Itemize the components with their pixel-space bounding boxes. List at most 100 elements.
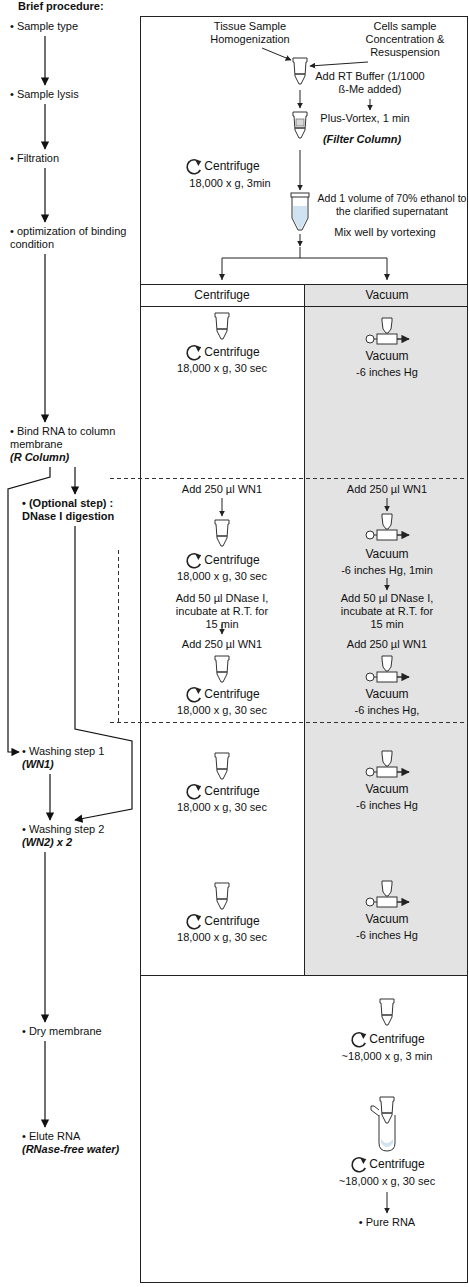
spin-column [215, 753, 229, 779]
spin-column [215, 520, 229, 546]
vacuum-setting: -6 inches Hg, 1min [341, 564, 433, 577]
vacuum-label: Vacuum [365, 913, 408, 926]
centrifuge-setting: 18,000 x g, 30 sec [177, 801, 267, 814]
step-name: • Filtration [10, 152, 132, 165]
flow-arrow [44, 1041, 45, 1127]
vacuum-manifold [366, 514, 409, 540]
spin-column [215, 656, 229, 682]
step-label: • Dry membrane [22, 1025, 134, 1038]
step-name: • Washing step 2 [22, 823, 132, 836]
centrifuge-label: Centrifuge [369, 1033, 424, 1046]
centrifuge-label: Centrifuge [204, 688, 259, 701]
sample-tube [291, 193, 309, 230]
step-label: • Washing step 1(WN1) [22, 745, 132, 771]
step-label: • Elute RNA(RNase-free water) [22, 1130, 137, 1156]
centrifuge-label: Centrifuge [204, 915, 259, 928]
spin-column [215, 883, 229, 909]
step-arrow [300, 150, 301, 190]
table-rule [140, 975, 468, 976]
diagram-title: Brief procedure: [18, 0, 104, 13]
instruction-text: Add RT Buffer (1/1000 ß-Me added) [313, 70, 427, 96]
flow-arrow [44, 168, 45, 222]
step-arrow [262, 48, 291, 60]
step-arrow [387, 1192, 388, 1213]
vacuum-setting: -6 inches Hg [356, 929, 418, 942]
vacuum-label: Vacuum [365, 783, 408, 796]
centrifuge-setting: 18,000 x g, 30 sec [177, 931, 267, 944]
flow-arrow [44, 852, 45, 1022]
flow-arrow [44, 104, 45, 149]
centrifuge-label: Centrifuge [204, 346, 259, 359]
step-name: • Washing step 1 [22, 745, 132, 758]
step-label: • Filtration [10, 152, 132, 165]
instruction-text: Add 50 µl DNase I, incubate at R.T. for … [335, 592, 439, 631]
centrifuge-label: Centrifuge [204, 554, 259, 567]
panel-border [141, 17, 468, 1283]
centrifuge-setting: 18,000 x g, 30 sec [177, 570, 267, 583]
vacuum-setting: -6 inches Hg, [355, 704, 420, 717]
step-name: • Elute RNA [22, 1130, 137, 1143]
vacuum-label: Vacuum [365, 688, 408, 701]
optional-step-bracket [110, 479, 468, 723]
step-label: • Washing step 2(WN2) x 2 [22, 823, 132, 849]
step-arrow [300, 90, 301, 108]
vacuum-manifold [366, 656, 409, 682]
column-header: Vacuum [365, 289, 408, 302]
step-name: • Sample type [10, 20, 132, 33]
centrifuge-icon [187, 346, 201, 360]
flow-arrow [49, 774, 50, 820]
column-divider [304, 284, 305, 975]
vacuum-manifold [366, 881, 409, 907]
flow-arrow [74, 467, 75, 494]
split-arrow-heads [219, 274, 390, 280]
centrifuge-label: Centrifuge [204, 160, 259, 173]
spin-column [293, 58, 307, 84]
sample-source: Tissue Sample Homogenization [203, 20, 298, 46]
flow-arrow [75, 526, 132, 820]
step-label: • Sample type [10, 20, 132, 33]
step-label: • optimization of binding condition [10, 225, 132, 251]
step-arrow [310, 62, 368, 66]
instruction-text: Add 250 µl WN1 [182, 483, 262, 496]
vacuum-label: Vacuum [365, 350, 408, 363]
flow-arrow [44, 254, 45, 422]
centrifuge-icon [187, 554, 201, 568]
column-header: Centrifuge [194, 289, 249, 302]
sample-source: Cells sample Concentration & Resuspensio… [350, 20, 460, 59]
split-arrow [222, 247, 387, 280]
step-reagent: (R Column) [10, 451, 132, 464]
instruction-text: Add 250 µl WN1 [347, 483, 427, 496]
centrifuge-setting: ~18,000 x g, 3 min [342, 1050, 433, 1063]
centrifuge-icon [187, 688, 201, 702]
vacuum-setting: -6 inches Hg [356, 799, 418, 812]
spin-column [293, 112, 307, 138]
vacuum-label: Vacuum [365, 548, 408, 561]
spin-column [215, 313, 229, 339]
column-name: (Filter Column) [323, 133, 401, 146]
flow-arrow [8, 467, 50, 752]
instruction-text: Add 250 µl WN1 [347, 638, 427, 651]
centrifuge-label: Centrifuge [369, 1158, 424, 1171]
step-name: • Bind RNA to column membrane [10, 425, 132, 451]
centrifuge-setting: ~18,000 x g, 30 sec [339, 1175, 435, 1188]
result-text: • Pure RNA [359, 1216, 415, 1229]
step-reagent: (WN2) x 2 [22, 836, 132, 849]
step-arrow [300, 234, 301, 246]
vacuum-manifold [366, 751, 409, 777]
centrifuge-label: Centrifuge [204, 785, 259, 798]
centrifuge-icon [352, 1158, 366, 1172]
instruction-text: Mix well by vortexing [334, 226, 435, 239]
step-name: • (Optional step) : DNase I digestion [22, 497, 128, 523]
centrifuge-icon [187, 915, 201, 929]
step-label: • (Optional step) : DNase I digestion [22, 497, 128, 523]
step-name: • optimization of binding condition [10, 225, 132, 251]
vacuum-manifold [366, 318, 409, 344]
step-arrow [370, 99, 371, 110]
spin-column [380, 999, 394, 1025]
centrifuge-setting: 18,000 x g, 3min [189, 177, 270, 190]
instruction-text: Add 1 volume of 70% ethanol to the clari… [317, 192, 467, 218]
step-arrow [387, 578, 388, 590]
instruction-text: Add 250 µl WN1 [182, 638, 262, 651]
step-arrow [387, 498, 388, 511]
centrifuge-setting: 18,000 x g, 30 sec [177, 704, 267, 717]
